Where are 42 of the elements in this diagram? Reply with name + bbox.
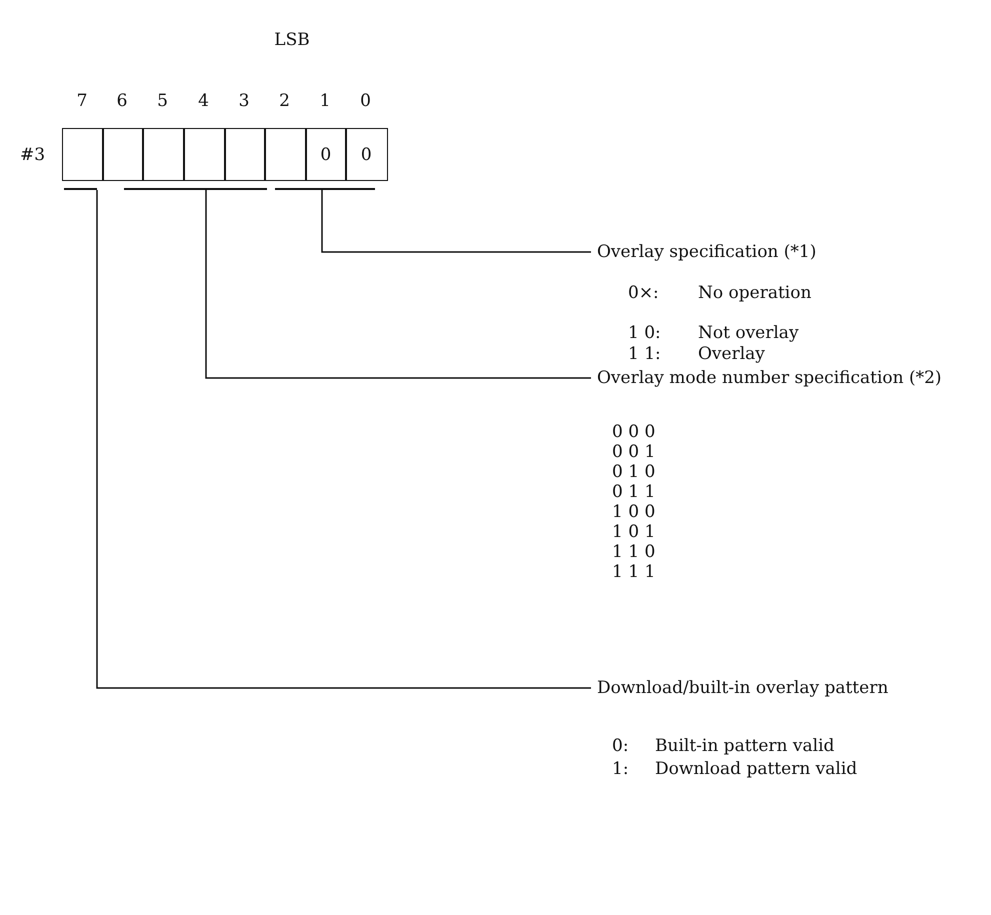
leader-line [321, 190, 591, 253]
register-cell: 0 [305, 128, 346, 181]
register-cell [183, 128, 226, 181]
field-description: Overlay specification (*1) [597, 241, 816, 263]
value-code: 1 1 1 [612, 561, 656, 583]
value-code: 1 0 0 [612, 501, 656, 523]
value-code: 1 0 1 [612, 521, 656, 543]
value-meaning: No operation [698, 282, 812, 304]
value-meaning: Overlay [698, 343, 765, 365]
bit-number: 1 [320, 90, 330, 112]
bit-number: 7 [76, 90, 88, 112]
value-meaning: Download pattern valid [655, 758, 858, 780]
field-description: Download/built-in overlay pattern [597, 677, 888, 699]
value-code: 1: [612, 758, 629, 780]
register-cell [264, 128, 306, 181]
value-code: 1 1 0 [612, 541, 656, 563]
register-cell [224, 128, 266, 181]
register-cell [142, 128, 184, 181]
value-code: 1 0: [628, 322, 661, 344]
leader-line [96, 190, 591, 689]
value-code: 0: [612, 735, 629, 757]
bit-number: 4 [198, 90, 209, 112]
register-number: #3 [20, 144, 46, 166]
bit-number: 0 [360, 90, 371, 112]
field-description: Overlay mode number specification (*2) [597, 367, 942, 389]
register-cell [102, 128, 144, 181]
value-meaning: Built-in pattern valid [655, 735, 834, 757]
bit-number: 6 [116, 90, 128, 112]
value-code: 1 1: [628, 343, 661, 365]
bit-number: 5 [157, 90, 168, 112]
bit-number: 2 [279, 90, 290, 112]
bit-number: 3 [238, 90, 250, 112]
leader-line [205, 190, 591, 379]
value-code: 0 0 1 [612, 441, 656, 463]
register-cell [62, 128, 104, 181]
value-meaning: Not overlay [698, 322, 799, 344]
value-code: 0 0 0 [612, 421, 656, 443]
value-code: 0×: [628, 282, 659, 304]
value-code: 0 1 1 [612, 481, 656, 503]
value-code: 0 1 0 [612, 461, 656, 483]
lsb-label: LSB [274, 29, 310, 51]
register-cell: 0 [345, 128, 388, 181]
